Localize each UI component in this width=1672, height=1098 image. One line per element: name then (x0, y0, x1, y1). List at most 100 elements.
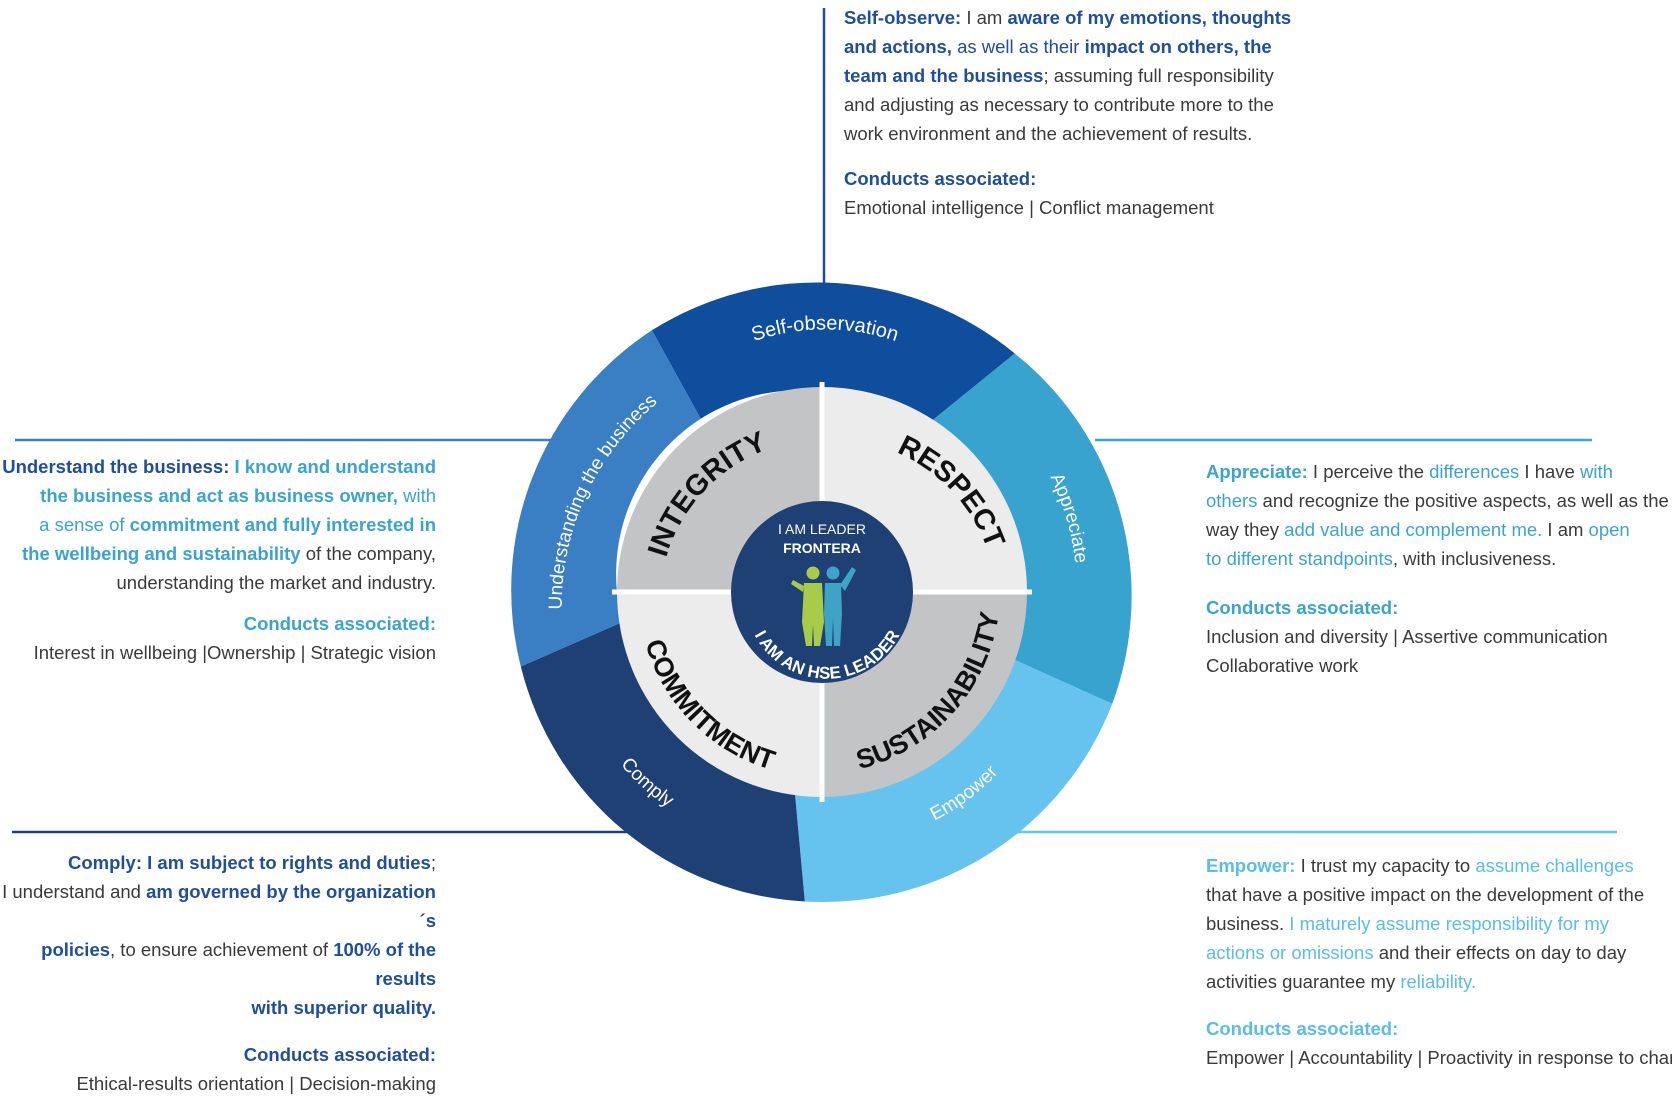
description-segment: Self-observe: (844, 7, 962, 28)
panel-appreciate: Appreciate: I perceive the differences I… (1206, 457, 1672, 680)
segment-empower[interactable] (791, 642, 1113, 903)
description-segment: I am (961, 7, 1008, 28)
description-segment: team and the business (844, 65, 1044, 86)
description-line: understanding the market and industry. (0, 568, 437, 597)
comply-conducts: Ethical-results orientation | Decision-m… (76, 1073, 436, 1094)
description-segment: reliability. (1400, 971, 1477, 992)
description-line: business. I maturely assume responsibili… (1206, 909, 1672, 938)
description-segment: as well as their (951, 36, 1085, 57)
description-segment: work environment and the achievement of … (844, 123, 1253, 144)
description-line: a sense of commitment and fully interest… (0, 510, 436, 539)
description-segment: the wellbeing and sustainability (22, 543, 301, 564)
center-line1: I AM LEADER (778, 521, 866, 537)
description-line: to different standpoints, with inclusive… (1206, 544, 1672, 573)
description-segment: aware of my emotions, thoughts (1007, 7, 1292, 28)
description-segment: I maturely assume responsibility for my (1289, 913, 1610, 934)
description-line: and actions, as well as their impact on … (844, 32, 1324, 61)
segment-comply[interactable] (520, 622, 805, 902)
description-line: team and the business; assuming full res… (844, 61, 1324, 90)
description-segment: with superior quality. (251, 997, 436, 1018)
description-segment: ; assuming full responsibility (1043, 65, 1274, 86)
description-line: with superior quality. (0, 993, 436, 1022)
description-segment: I understand and (2, 881, 147, 902)
description-line: I understand and am governed by the orga… (0, 877, 436, 935)
description-segment: 100% of the results (333, 939, 436, 989)
description-line: way they add value and complement me. I … (1206, 515, 1672, 544)
description-segment: and adjusting as necessary to contribute… (844, 94, 1274, 115)
self-observe-conducts-title: Conducts associated: (844, 168, 1037, 189)
self-observe-conducts: Emotional intelligence | Conflict manage… (844, 197, 1214, 218)
description-segment: with (1579, 461, 1613, 482)
values-wheel: Self-observation Appreciate Empower Comp… (511, 282, 1132, 903)
segment-self-observation[interactable] (651, 282, 1015, 433)
description-segment: business. (1206, 913, 1290, 934)
description-segment: with (397, 485, 436, 506)
empower-conducts-title: Conducts associated: (1206, 1018, 1399, 1039)
description-line: others and recognize the positive aspect… (1206, 486, 1672, 515)
description-segment: way they (1206, 519, 1285, 540)
description-segment: commitment and fully interested in (129, 514, 436, 535)
description-segment: impact on others, the (1084, 36, 1272, 57)
comply-description: Comply: I am subject to rights and dutie… (0, 848, 436, 1022)
description-segment: Comply: (68, 852, 142, 873)
description-segment: am governed by the organization´s (146, 881, 436, 931)
description-segment: I perceive the (1307, 461, 1430, 482)
panel-self-observe: Self-observe: I am aware of my emotions,… (844, 3, 1324, 222)
description-segment: to different standpoints (1206, 548, 1393, 569)
description-segment: that have a positive impact on the devel… (1206, 884, 1645, 905)
understand-conducts-title: Conducts associated: (243, 613, 436, 634)
two-people-icon (791, 566, 856, 646)
description-line: the business and act as business owner, … (0, 481, 436, 510)
appreciate-conducts-title: Conducts associated: (1206, 597, 1399, 618)
description-segment: understanding the market and industry. (116, 572, 437, 593)
description-segment: a sense of (39, 514, 130, 535)
panel-understand: Understand the business: I know and unde… (0, 452, 436, 667)
description-line: policies, to ensure achievement of 100% … (0, 935, 436, 993)
understand-conducts: Interest in wellbeing |Ownership | Strat… (33, 642, 436, 663)
empower-description: Empower: I trust my capacity to assume c… (1206, 851, 1672, 996)
description-line: Understand the business: I know and unde… (0, 452, 436, 481)
empower-conducts: Empower | Accountability | Proactivity i… (1206, 1047, 1672, 1068)
self-observe-description: Self-observe: I am aware of my emotions,… (844, 3, 1324, 148)
description-line: and adjusting as necessary to contribute… (844, 90, 1324, 119)
description-segment: I am subject to rights and duties (142, 852, 431, 873)
description-segment: , with inclusiveness. (1392, 548, 1557, 569)
description-segment: I know and understand (229, 456, 436, 477)
appreciate-description: Appreciate: I perceive the differences I… (1206, 457, 1672, 573)
description-segment: Understand the business: (2, 456, 230, 477)
description-segment: Empower: (1206, 855, 1296, 876)
description-segment: ; (430, 852, 436, 873)
description-line: that have a positive impact on the devel… (1206, 880, 1672, 909)
description-segment: I trust my capacity to (1295, 855, 1476, 876)
outer-ring (511, 282, 1132, 903)
description-segment: policies (41, 939, 111, 960)
description-segment: actions or omissions (1206, 942, 1374, 963)
description-segment: and their effects on day to day (1373, 942, 1627, 963)
panel-comply: Comply: I am subject to rights and dutie… (0, 848, 436, 1098)
description-line: the wellbeing and sustainability of the … (0, 539, 436, 568)
description-segment: the business and act as business owner, (40, 485, 398, 506)
description-segment: I have (1519, 461, 1580, 482)
description-segment: and actions, (844, 36, 952, 57)
description-line: actions or omissions and their effects o… (1206, 938, 1672, 967)
description-segment: add value and complement me. (1284, 519, 1543, 540)
understand-description: Understand the business: I know and unde… (0, 452, 436, 597)
description-segment: I am (1542, 519, 1589, 540)
description-segment: activities guarantee my (1206, 971, 1401, 992)
segment-appreciate[interactable] (917, 353, 1132, 704)
segment-understanding[interactable] (511, 330, 701, 667)
description-line: Appreciate: I perceive the differences I… (1206, 457, 1672, 486)
description-segment: differences (1429, 461, 1520, 482)
description-line: activities guarantee my reliability. (1206, 967, 1672, 996)
description-segment: Appreciate: (1206, 461, 1308, 482)
center-line2: FRONTERA (783, 540, 861, 556)
description-line: Empower: I trust my capacity to assume c… (1206, 851, 1672, 880)
description-segment: and recognize the positive aspects, as w… (1257, 490, 1669, 511)
description-line: Self-observe: I am aware of my emotions,… (844, 3, 1324, 32)
description-segment: assume challenges (1475, 855, 1634, 876)
description-line: work environment and the achievement of … (844, 119, 1324, 148)
panel-empower: Empower: I trust my capacity to assume c… (1206, 851, 1672, 1072)
comply-conducts-title: Conducts associated: (243, 1044, 436, 1065)
description-segment: others (1206, 490, 1258, 511)
description-segment: , to ensure achievement of (110, 939, 334, 960)
